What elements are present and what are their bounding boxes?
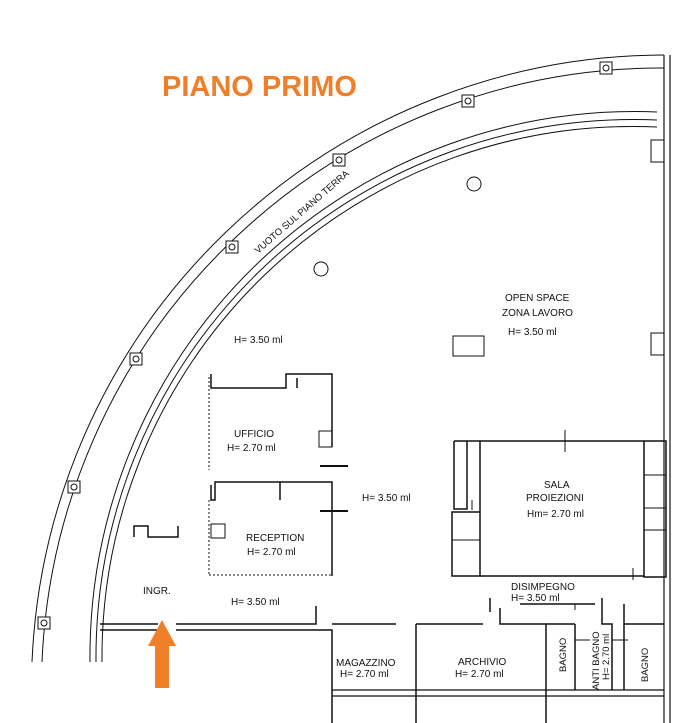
archivio-label: ARCHIVIO [458,657,507,668]
ufficio-room [208,373,348,470]
reception-room [208,481,348,576]
open-space-height: H= 3.50 ml [508,327,557,338]
ingr-block [133,525,179,538]
zona-lavoro-label: ZONA LAVORO [502,308,573,319]
column [461,94,475,108]
column [67,480,81,494]
ingr-label: INGR. [143,586,171,597]
ingr-height: H= 3.50 ml [231,597,280,608]
plan-title: PIANO PRIMO [162,71,357,103]
reception-height: H= 2.70 ml [247,547,296,558]
inner-facade-arcs [89,111,658,663]
column [225,240,239,254]
column-core [40,619,48,627]
column-core [335,156,343,164]
column [129,352,143,366]
anti-bagno-height: H= 2.70 ml [601,634,612,680]
disimpegno-label: DISIMPEGNO [511,582,575,593]
bagno-right-label: BAGNO [640,648,651,682]
column [37,616,51,630]
reception-label: RECEPTION [246,533,304,544]
corridor-walls [100,568,664,723]
entrance-arrow [148,620,176,688]
ufficio-label: UFFICIO [234,429,274,440]
column [332,153,346,167]
column-core [602,64,610,72]
magazzino-label: MAGAZZINO [336,658,396,669]
anti-bagno-label: ANTI BAGNO [591,631,602,690]
sala-label: SALA [544,480,570,491]
outer-columns [37,61,613,630]
disimpegno-height: H= 3.50 ml [511,593,560,604]
column-core [132,355,140,363]
proiezioni-label: PROIEZIONI [526,493,584,504]
magazzino-height: H= 2.70 ml [340,669,389,680]
column-core [228,243,236,251]
open-space-label: OPEN SPACE [505,293,570,304]
outer-balcony-arcs [31,54,665,663]
open-space-desk [452,335,485,357]
left-area-height: H= 3.50 ml [234,335,283,346]
sala-proiezioni [451,430,644,577]
center-height: H= 3.50 ml [362,493,411,504]
column-core [464,97,472,105]
bathrooms [546,598,664,690]
ufficio-height: H= 2.70 ml [227,443,276,454]
right-walls [643,55,671,723]
archivio-height: H= 2.70 ml [455,669,504,680]
column-core [70,483,78,491]
bagno-left-label: BAGNO [558,638,569,672]
sala-height: Hm= 2.70 ml [527,509,584,520]
vuoto-label: VUOTO SUL PIANO TERRA [253,168,352,256]
column [599,61,613,75]
